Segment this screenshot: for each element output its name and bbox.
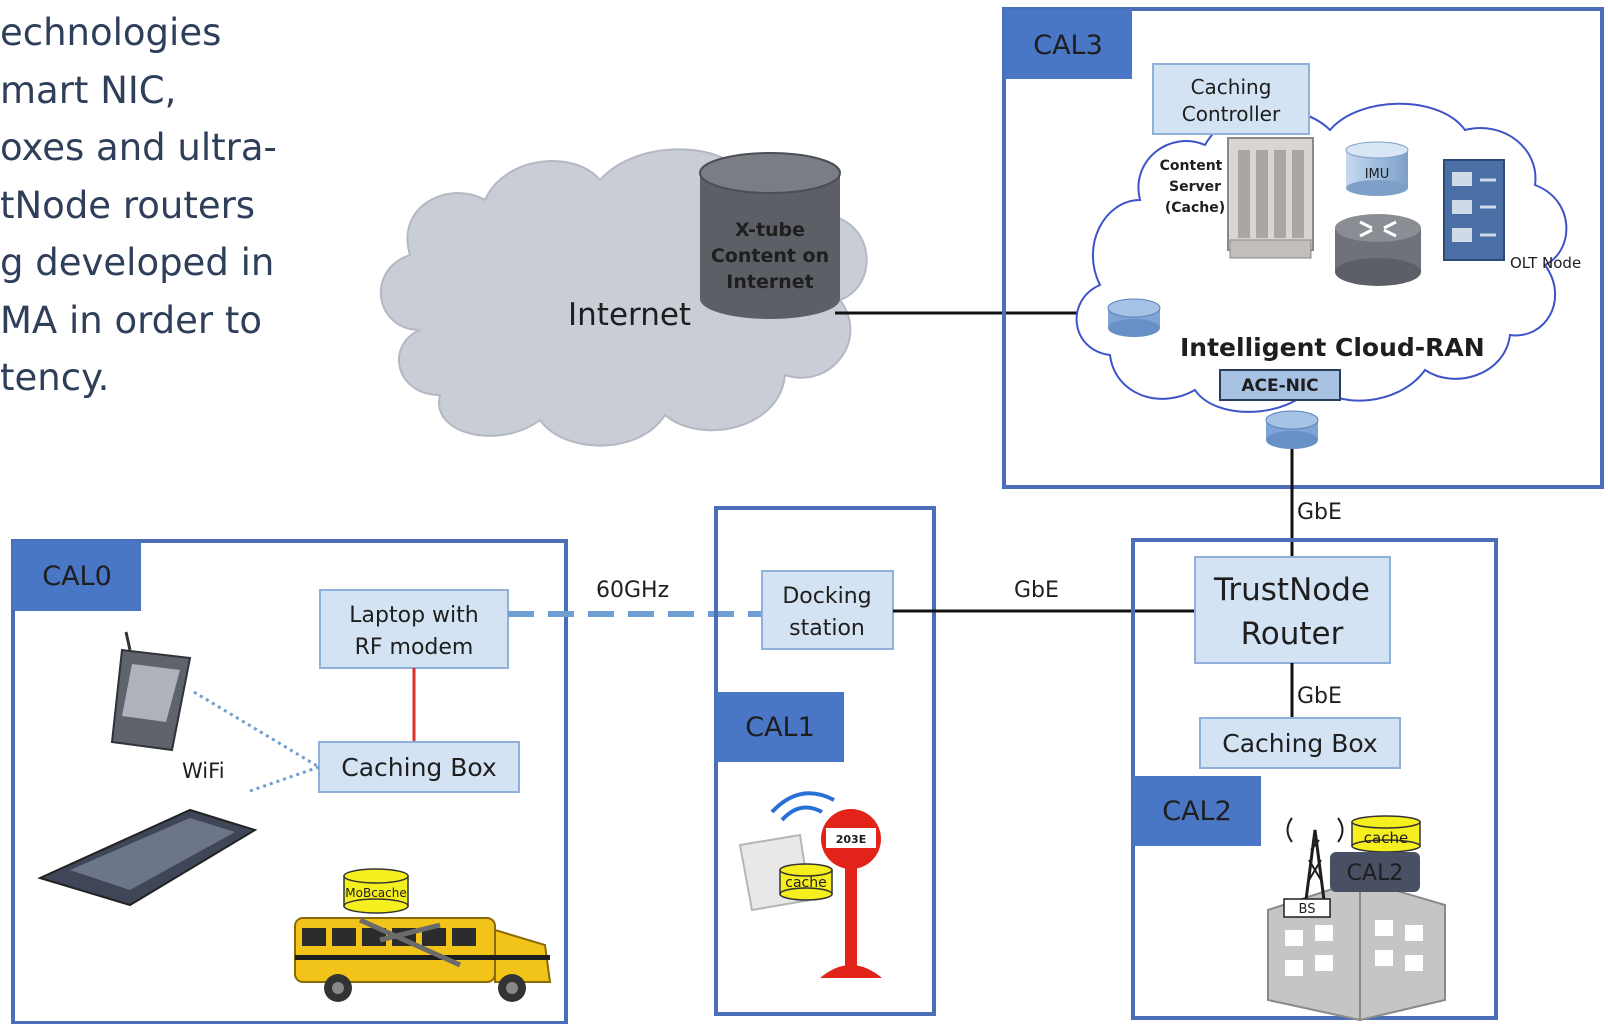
- server-label-line1: X-tube: [735, 219, 805, 241]
- school-bus-icon: [294, 917, 552, 1002]
- caching-box-cal2-label: Caching Box: [1222, 729, 1377, 758]
- slide-text-line: tency.: [0, 356, 110, 399]
- docking-line2: station: [789, 616, 865, 641]
- ace-nic-box: [1219, 369, 1341, 401]
- imu-label: IMU: [1365, 167, 1390, 182]
- content-server-line3: (Cache): [1165, 200, 1225, 216]
- wifi-link-card: [249, 765, 320, 793]
- trustnode-router-box: [1194, 556, 1391, 664]
- cal1-cache-cylinder-icon: [779, 863, 833, 901]
- olt-node-label: OLT Node: [1510, 254, 1581, 272]
- laptop-line1: Laptop with: [349, 603, 478, 628]
- sign-label: 203E: [836, 833, 866, 846]
- cal3-tag-label: CAL3: [1033, 30, 1103, 61]
- uplink-router-icon: [1265, 410, 1319, 449]
- cal1-tag: [716, 692, 844, 762]
- laptop-line2: RF modem: [355, 635, 474, 660]
- slide-text-line: mart NIC,: [0, 68, 177, 112]
- cal2-cache-cylinder-icon: [1351, 815, 1421, 853]
- bs-box: [1283, 898, 1331, 918]
- bus-cache-cylinder-icon: [343, 868, 409, 914]
- server-label-line2: Content on: [711, 245, 829, 267]
- slide-text-line: oxes and ultra-: [0, 126, 277, 169]
- gbe-mid-label: GbE: [1014, 578, 1059, 603]
- wifi-link-pda: [193, 690, 320, 769]
- caching-box-cal2: [1199, 717, 1401, 769]
- cal0-frame: [11, 539, 568, 1024]
- cell-tower-icon: [1286, 817, 1344, 902]
- cal2-building-tag-label: CAL2: [1347, 861, 1404, 886]
- content-server-line1: Content: [1160, 158, 1223, 174]
- database-icon: [699, 152, 841, 319]
- cal3-tag: [1004, 9, 1132, 79]
- caching-controller-box: [1152, 63, 1310, 135]
- server-label-line3: Internet: [726, 271, 813, 293]
- slide-text: echnologies mart NIC, oxes and ultra- tN…: [0, 4, 277, 407]
- bus-cache-label: MoBcache: [345, 886, 406, 900]
- caching-controller-line1: Caching: [1191, 75, 1272, 99]
- cal2-tag: [1133, 776, 1261, 846]
- cal3-frame: [1002, 7, 1604, 489]
- docking-station-box: [761, 570, 894, 650]
- imu-cylinder-icon: [1345, 141, 1409, 196]
- content-server-icon: [1227, 137, 1314, 259]
- internet-cloud: Internet X-tube Content on Internet: [379, 148, 868, 447]
- router-icon: [1335, 214, 1421, 286]
- caching-box-cal0: [318, 741, 520, 793]
- slide-text-line: g developed in: [0, 241, 275, 284]
- laptop-box: [319, 589, 509, 669]
- slide-text-line: MA in order to: [0, 298, 263, 342]
- ghz60-label: 60GHz: [596, 578, 669, 603]
- cal1-cache-label: cache: [785, 875, 826, 891]
- gbe-top-label: GbE: [1297, 500, 1342, 525]
- sign-post-icon: [820, 809, 882, 978]
- internet-label: Internet: [568, 297, 691, 333]
- slide-text-line: echnologies: [0, 11, 222, 54]
- wifi-label: WiFi: [182, 759, 225, 783]
- slide-text-line: tNode routers: [0, 183, 256, 227]
- router-line2: Router: [1241, 616, 1344, 652]
- pda-icon: [110, 631, 192, 752]
- cal0-tag-label: CAL0: [42, 561, 112, 592]
- ace-nic-label: ACE-NIC: [1241, 376, 1318, 396]
- docking-line1: Docking: [782, 584, 871, 609]
- caching-controller-line2: Controller: [1182, 102, 1281, 126]
- network-card-icon: [37, 808, 258, 907]
- edge-router-icon: [1107, 298, 1161, 337]
- gbe-router-label: GbE: [1297, 684, 1342, 709]
- caching-box-cal0-label: Caching Box: [341, 753, 496, 782]
- router-line1: TrustNode: [1213, 572, 1370, 608]
- content-server-line2: Server: [1169, 179, 1221, 195]
- cal2-building-tag: [1330, 852, 1420, 892]
- cloud-ran-label: Intelligent Cloud-RAN: [1180, 333, 1485, 362]
- cal2-tag-label: CAL2: [1162, 796, 1232, 827]
- olt-node-icon: [1443, 159, 1505, 261]
- cal0-tag: [13, 541, 141, 611]
- cal1-tag-label: CAL1: [745, 712, 815, 743]
- cal2-cache-label: cache: [1364, 829, 1408, 847]
- bs-label: BS: [1299, 902, 1316, 917]
